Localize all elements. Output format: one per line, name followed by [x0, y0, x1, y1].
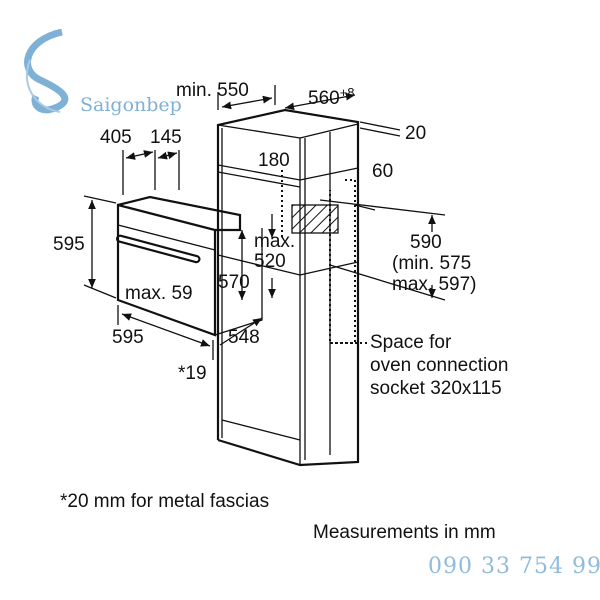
dim-180: 180: [258, 150, 290, 171]
dim-570: 570: [218, 272, 250, 293]
dim-548: 548: [228, 327, 260, 348]
units-note: Measurements in mm: [313, 522, 496, 543]
dim-590: 590: [410, 232, 442, 253]
tall-cabinet: [216, 108, 368, 467]
dim-min-575: (min. 575: [392, 253, 471, 274]
socket-note-line2: oven connection: [370, 355, 508, 376]
dim-145: 145: [150, 127, 182, 148]
socket-note-line1: Space for: [370, 332, 452, 353]
dim-max-59: max. 59: [125, 283, 193, 304]
dim-60: 60: [372, 161, 393, 182]
footnote: *20 mm for metal fascias: [60, 491, 269, 512]
dim-560: 560+8: [308, 85, 355, 109]
oven-handle: [116, 234, 201, 264]
dim-max-520-line1: max.: [254, 231, 295, 252]
logo-s-icon: [24, 28, 69, 114]
socket-note-line3: socket 320x115: [370, 378, 502, 399]
dim-max-520-line2: 520: [254, 251, 286, 272]
dim-595-height: 595: [53, 234, 85, 255]
dim-min-550: min. 550: [176, 80, 249, 101]
oven: [116, 195, 263, 337]
logo-text: Saigonbep: [80, 94, 182, 116]
dim-19: *19: [178, 363, 207, 384]
dimension-lines: [83, 85, 446, 360]
dim-595-width: 595: [112, 327, 144, 348]
dim-405: 405: [100, 127, 132, 148]
socket-hatch: [291, 204, 339, 234]
dim-20: 20: [405, 123, 426, 144]
saigonbep-logo: Saigonbep: [24, 28, 182, 116]
dim-max-597: max. 597): [392, 274, 476, 295]
phone-number: 090 33 754 99: [428, 554, 600, 579]
